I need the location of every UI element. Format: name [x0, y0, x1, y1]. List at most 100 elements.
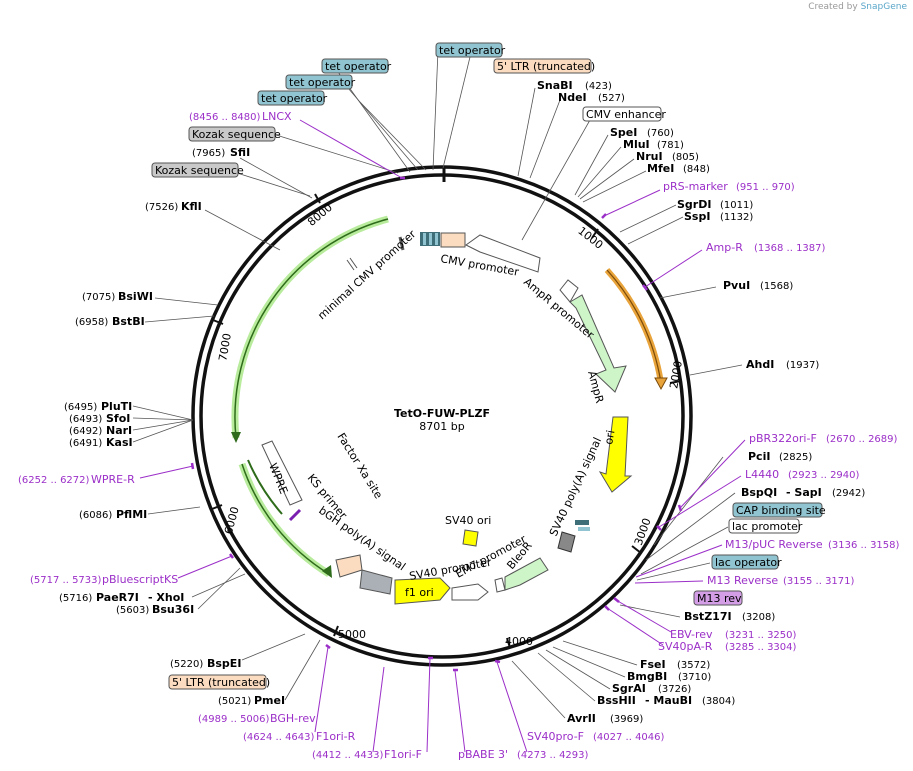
site-kasi-name: KasI — [106, 436, 133, 449]
tick-label-2000: 2000 — [667, 360, 685, 390]
ltr-truncated-label-top: 5' LTR (truncated) — [493, 58, 595, 74]
site-sfii-pos: (7965) — [192, 148, 225, 159]
primer-leader-lines — [139, 119, 746, 753]
ks-primer-mark — [288, 508, 302, 522]
primer-f1f-name: F1ori-F — [384, 748, 422, 761]
tick-7000 — [212, 319, 224, 325]
em7-promoter-arrow — [494, 577, 506, 593]
svg-text:tet operator: tet operator — [325, 60, 392, 73]
kozak-label-2: Kozak sequence — [151, 162, 244, 178]
kozak-label-1: Kozak sequence — [188, 126, 281, 142]
site-sspi-name: SspI — [684, 210, 710, 223]
primer-prs-name: pRS-marker — [663, 180, 728, 193]
sv40-polya-block — [557, 531, 576, 553]
label-bgh-polya: bGH poly(A) signal — [316, 504, 408, 574]
tick-4000 — [506, 637, 511, 649]
tick-label-7000: 7000 — [216, 332, 234, 362]
green-feature-arc-2-line — [241, 463, 330, 575]
orange-feature-outline — [606, 269, 662, 384]
svg-text:tet operator: tet operator — [289, 76, 356, 89]
tick-6000 — [211, 504, 223, 510]
label-factor-xa: Factor Xa site — [334, 431, 385, 502]
f1-ori-arrow — [394, 577, 451, 605]
site-bsu36i-pos: (5603) — [116, 605, 149, 616]
primer-sv40pa-name: SV40pA-R — [658, 640, 713, 653]
svg-text:CMV enhancer: CMV enhancer — [586, 108, 666, 121]
ltr-block — [440, 232, 466, 248]
site-nari-pos: (6492) — [69, 426, 102, 437]
cap-lac-block — [575, 520, 589, 525]
primer-prs-range: (951 .. 970) — [736, 182, 795, 193]
outer-features — [231, 215, 668, 578]
backbone-inner-ring — [199, 173, 685, 659]
site-sfii-name: SfiI — [230, 146, 250, 159]
primer-m13puc-range: (3136 .. 3158) — [828, 540, 900, 551]
primer-pbabe-name: pBABE 3' — [458, 748, 508, 761]
minimal-cmv-mark — [398, 236, 405, 251]
primer-pbr-range: (2670 .. 2689) — [826, 434, 898, 445]
svg-text:tet operator: tet operator — [261, 92, 328, 105]
svg-text:tet operator: tet operator — [439, 44, 506, 57]
primer-pblue-range: (5717 .. 5733) — [30, 575, 102, 586]
site-ndei-pos: (527) — [598, 93, 625, 104]
green-feature-arc-1 — [231, 215, 389, 439]
lac-operator-block — [578, 527, 590, 531]
primer-sv40pro-name: SV40pro-F — [527, 730, 584, 743]
wpre-block — [261, 440, 303, 506]
site-bspei-name: BspEI — [207, 657, 241, 670]
primer-ampr-range: (1368 .. 1387) — [754, 243, 826, 254]
lac-operator-label: lac operator — [711, 554, 782, 570]
tick-label-3000: 3000 — [632, 516, 654, 547]
site-maubi-name: - MauBI — [645, 694, 692, 707]
bgh-polya-block — [359, 569, 393, 595]
site-bstz-name: BstZ17I — [684, 610, 732, 623]
site-sgrai-pos: (3726) — [658, 684, 691, 695]
site-pluti-name: PluTI — [101, 400, 132, 413]
primer-marks — [190, 176, 683, 672]
tick-5000 — [333, 625, 339, 637]
site-ahdi-pos: (1937) — [786, 360, 819, 371]
primer-ebv-name: EBV-rev — [670, 628, 713, 641]
tet-operator-label-top: tet operator — [435, 42, 506, 58]
site-fsei-name: FseI — [640, 658, 666, 671]
plasmid-name: TetO-FUW-PLZF — [394, 407, 490, 420]
tick-label-1000: 1000 — [575, 224, 605, 251]
site-pvui-name: PvuI — [723, 279, 750, 292]
site-bmgbi-name: BmgBI — [627, 670, 667, 683]
site-bstz-pos: (3208) — [742, 612, 775, 623]
site-kfli-name: KflI — [181, 200, 202, 213]
label-sv40-ori: SV40 ori — [445, 514, 491, 527]
green-feature-small — [247, 459, 283, 515]
green-feature-arc-1-line — [234, 218, 389, 439]
ampr-arrow — [569, 294, 627, 393]
site-xhoi-name: - XhoI — [148, 591, 184, 604]
cmv-promoter-arrow — [465, 234, 541, 273]
site-maubi-pos: (3804) — [702, 696, 735, 707]
site-kasi-pos: (6491) — [69, 438, 102, 449]
svg-text:CAP binding site: CAP binding site — [736, 504, 826, 517]
kozak-mark-1 — [349, 257, 358, 269]
m13-rev-label: M13 rev — [693, 590, 743, 606]
tet-operator-label-2: tet operator — [321, 58, 392, 74]
site-bspei-pos: (5220) — [170, 659, 203, 670]
primer-pblue-name: pBluescriptKS — [102, 573, 178, 586]
tick-3000 — [631, 545, 642, 554]
primer-m13r-range: (3155 .. 3171) — [783, 576, 855, 587]
primer-lncx-range: (8456 .. 8480) — [189, 112, 261, 123]
label-sv40-promoter: SV40 promoter — [408, 556, 493, 583]
site-bsiwi-pos: (7075) — [82, 292, 115, 303]
site-bsshii-name: BssHII — [597, 694, 636, 707]
label-ori: ori — [602, 429, 617, 445]
site-snabi-pos: (423) — [585, 81, 612, 92]
watermark-prefix: Created by — [808, 2, 858, 12]
tet-operator-stripe-2 — [429, 233, 432, 245]
svg-text:5' LTR (truncated): 5' LTR (truncated) — [172, 676, 270, 689]
svg-text:lac promoter: lac promoter — [732, 520, 803, 533]
tet-operator-label-4: tet operator — [257, 90, 328, 106]
site-sfoi-name: SfoI — [106, 412, 130, 425]
tick-1000 — [591, 228, 599, 239]
site-mfei-pos: (848) — [683, 164, 710, 175]
watermark-brand: SnapGene — [860, 2, 907, 12]
kozak-mark-2 — [346, 259, 355, 271]
site-avrii-pos: (3969) — [610, 714, 643, 725]
